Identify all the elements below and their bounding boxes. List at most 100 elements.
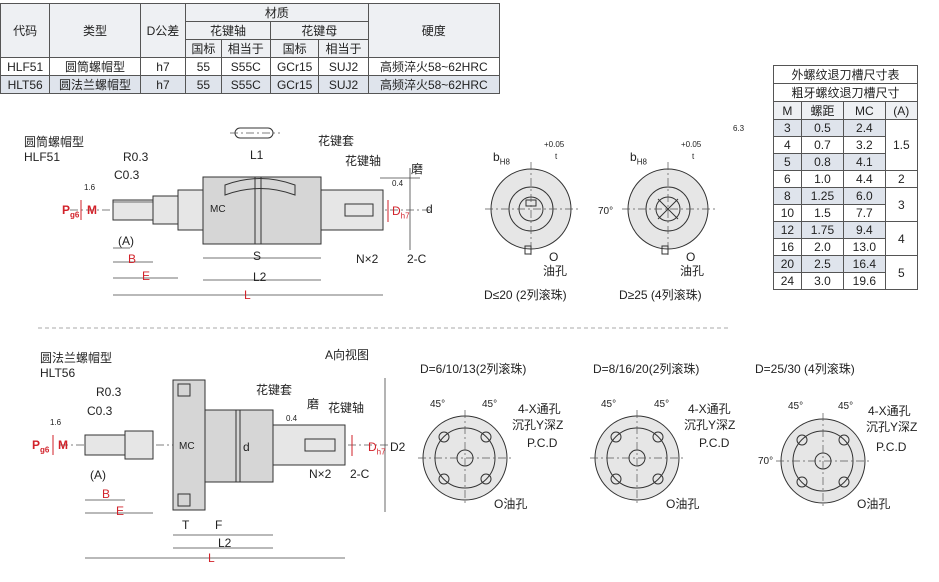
hlf51-l-label: L xyxy=(244,288,251,302)
hlt56-c2-label: 2-C xyxy=(350,467,370,481)
hlf51-grind-label: 磨 xyxy=(411,162,424,176)
thread-title-1: 外螺纹退刀槽尺寸表 xyxy=(773,65,918,84)
hlt56-mc-label: MC xyxy=(179,441,195,452)
hlf51-a-label: (A) xyxy=(118,234,134,248)
col-tol: D公差 xyxy=(139,3,187,58)
flange1-holes: 4-X通孔 xyxy=(518,402,561,416)
hlf51-code: HLF51 xyxy=(24,150,61,164)
col-hardness: 硬度 xyxy=(367,3,501,58)
end2-oil: 油孔 xyxy=(680,264,705,278)
hlt56-f-label: F xyxy=(215,518,223,532)
flange1-angle-a: 45° xyxy=(430,399,446,410)
hlt56-grind-label: 磨 xyxy=(307,397,320,411)
hlf51-D-label: Dh7 xyxy=(392,204,410,221)
hlt56-t-label: T xyxy=(182,518,190,532)
hlf51-l2-label: L2 xyxy=(253,270,267,284)
flange3-angle-b: 45° xyxy=(838,401,854,412)
hlf51-roughness3: 6.3 xyxy=(733,124,745,133)
hlt56-l-label: L xyxy=(208,551,215,565)
hlf51-p-label: Pg6 xyxy=(62,203,80,220)
hlt56-roughness: 1.6 xyxy=(50,418,62,427)
flange3-angle70: 70° xyxy=(758,456,774,467)
hlt56-title: 圆法兰螺帽型 xyxy=(40,351,113,365)
hlt56-a-label: (A) xyxy=(90,468,106,482)
flange2-caption: D=8/16/20(2列滚珠) xyxy=(593,362,700,376)
hlt56-flange-view-2 xyxy=(590,410,684,506)
flange1-angle-b: 45° xyxy=(482,399,498,410)
hlt56-e-label: E xyxy=(116,504,125,518)
col-std2: 国标 xyxy=(269,39,320,58)
hlt56-p-label: Pg6 xyxy=(32,438,50,455)
flange2-pcd: P.C.D xyxy=(699,436,730,450)
flange3-holes: 4-X通孔 xyxy=(868,404,911,418)
flange2-holes: 4-X通孔 xyxy=(688,402,731,416)
cell-type: 圆筒螺帽型 xyxy=(49,57,141,76)
flange1-oil: O油孔 xyxy=(494,497,528,511)
hlt56-flange-view-3 xyxy=(776,413,870,509)
col-code: 代码 xyxy=(0,3,51,58)
cell-hardness: 高频淬火58~62HRC xyxy=(367,57,501,76)
table-row: HLF51 圆筒螺帽型 h7 55 S55C GCr15 SUJ2 高频淬火58… xyxy=(0,57,501,76)
hlt56-a-view: A向视图 xyxy=(325,348,370,362)
flange1-cbore: 沉孔Y深Z xyxy=(512,418,564,432)
table-row: HLT56 圆法兰螺帽型 h7 55 S55C GCr15 SUJ2 高频淬火5… xyxy=(0,75,501,94)
flange3-caption: D=25/30 (4列滚珠) xyxy=(755,362,855,376)
end1-caption: D≤20 (2列滚珠) xyxy=(484,288,567,302)
hlf51-title: 圆筒螺帽型 xyxy=(24,135,85,149)
hlt56-c-label: C0.3 xyxy=(87,404,113,418)
hlf51-b-label: B xyxy=(128,252,137,266)
cell-nut-std: GCr15 xyxy=(269,75,320,94)
end2-angle: 70° xyxy=(598,206,614,217)
hlf51-sleeve-label: 花键套 xyxy=(318,134,355,148)
hlf51-mc-label: MC xyxy=(210,204,226,215)
cell-shaft-eq: S55C xyxy=(220,75,271,94)
hlf51-c-label: C0.3 xyxy=(114,168,140,182)
hlt56-roughness2: 0.4 xyxy=(286,414,298,423)
hlf51-shaft-label: 花键轴 xyxy=(345,154,382,168)
hlf51-n-label: N×2 xyxy=(356,252,379,266)
hlf51-s-label: S xyxy=(253,249,262,263)
end1-bh8: bH8 xyxy=(493,150,510,167)
hlt56-d-label: d xyxy=(243,440,250,454)
hlf51-e-label: E xyxy=(142,269,151,283)
cell-hardness: 高频淬火58~62HRC xyxy=(367,75,501,94)
flange2-oil: O油孔 xyxy=(666,497,700,511)
flange3-cbore: 沉孔Y深Z xyxy=(866,420,918,434)
hlf51-side-view xyxy=(70,127,430,296)
col-eq2: 相当于 xyxy=(318,39,369,58)
end2-t: t xyxy=(692,152,695,161)
hlt56-code: HLT56 xyxy=(40,366,76,380)
end1-oil: 油孔 xyxy=(543,264,568,278)
spec-table: 代码 类型 D公差 材质 硬度 花键轴 花键母 国标 相当于 国标 相当于 HL… xyxy=(0,3,501,94)
hlt56-sleeve-label: 花键套 xyxy=(256,383,293,397)
cell-code: HLF51 xyxy=(0,57,51,76)
hlt56-flange-view-1 xyxy=(418,410,512,506)
cell-code: HLT56 xyxy=(0,75,51,94)
hlf51-roughness: 1.6 xyxy=(84,183,96,192)
end2-caption: D≥25 (4列滚珠) xyxy=(619,288,702,302)
end2-o: O xyxy=(686,250,696,264)
hlf51-d-label: d xyxy=(426,202,433,216)
hlt56-D-label: Dh7 xyxy=(368,440,386,457)
hlt56-b-label: B xyxy=(102,487,111,501)
flange2-angle-b: 45° xyxy=(654,399,670,410)
flange3-oil: O油孔 xyxy=(857,497,891,511)
th-mc: MC xyxy=(843,101,886,120)
hlt56-r-label: R0.3 xyxy=(96,385,122,399)
hlf51-r-label: R0.3 xyxy=(123,150,149,164)
hlt56-D2-label: D2 xyxy=(390,440,406,454)
end2-bh8: bH8 xyxy=(630,150,647,167)
cell-tol: h7 xyxy=(139,75,187,94)
hlt56-n-label: N×2 xyxy=(309,467,332,481)
end2-tol-plus: +0.05 xyxy=(681,140,702,149)
flange2-angle-a: 45° xyxy=(601,399,617,410)
flange1-pcd: P.C.D xyxy=(527,436,558,450)
